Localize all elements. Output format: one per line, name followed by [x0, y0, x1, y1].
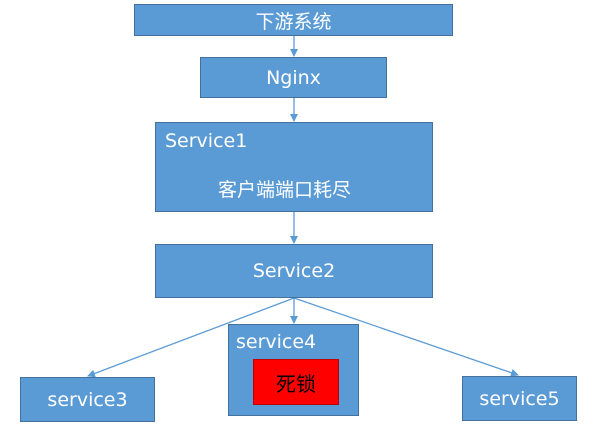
- arrow-service2-to-service5: [293, 297, 519, 377]
- service5-node: service5: [462, 376, 577, 421]
- service3-label: service3: [47, 388, 128, 411]
- arrow-service2-to-service3: [87, 297, 295, 378]
- service1-label: Service1: [165, 130, 248, 152]
- service4-label: service4: [236, 331, 317, 353]
- service1-port-exhaustion-note: 客户端端口耗尽: [218, 179, 352, 201]
- service3-node: service3: [20, 377, 155, 422]
- service2-node: Service2: [155, 244, 433, 298]
- service4-node: service4 死锁: [228, 324, 359, 416]
- nginx-label: Nginx: [266, 66, 321, 89]
- service1-node: Service1 客户端端口耗尽: [155, 122, 433, 212]
- downstream-system-node: 下游系统: [134, 4, 453, 36]
- service5-label: service5: [479, 387, 560, 410]
- downstream-system-label: 下游系统: [255, 10, 332, 33]
- nginx-node: Nginx: [200, 57, 387, 98]
- service2-label: Service2: [252, 260, 336, 282]
- deadlock-badge: 死锁: [253, 359, 339, 405]
